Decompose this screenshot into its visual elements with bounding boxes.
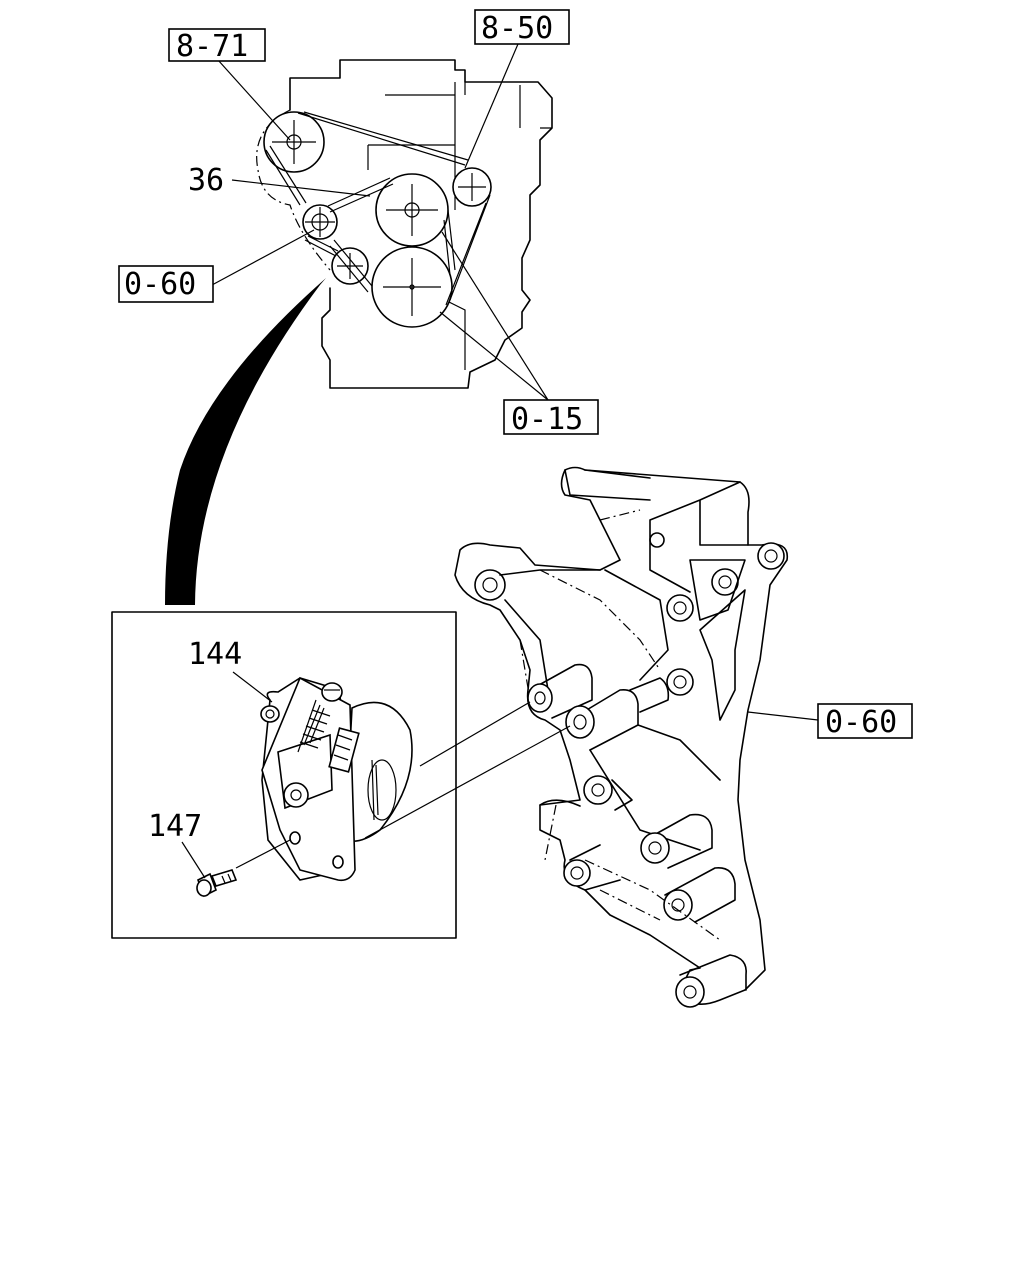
alignment-line-3 — [235, 839, 291, 869]
callout-8-71: 8-71 — [168, 28, 266, 64]
tensioner-assembly — [260, 676, 413, 882]
leader-8-50 — [464, 43, 519, 169]
pulley-tensioner — [331, 247, 369, 285]
detail-connector-arrow — [165, 278, 326, 605]
part-number-bolt: 147 — [148, 809, 202, 844]
drive-belt — [265, 111, 491, 306]
callout-0-15-text: 0-15 — [511, 402, 583, 437]
pulley-crankshaft — [371, 246, 453, 328]
detail-view — [111, 611, 571, 939]
leader-0-15-b — [439, 311, 549, 401]
callout-0-15: 0-15 — [503, 399, 599, 437]
callout-0-60-bracket: 0-60 — [817, 703, 913, 740]
callout-8-50: 8-50 — [474, 9, 570, 46]
leader-0-15-a — [441, 231, 549, 401]
callout-0-60-top-text: 0-60 — [124, 267, 196, 302]
part-number-belt: 36 — [188, 163, 224, 198]
tensioner-bracket — [454, 466, 819, 1008]
leader-8-71 — [217, 59, 291, 141]
bracket-outline — [454, 466, 789, 1006]
leader-0-60-top — [211, 229, 315, 286]
callout-0-60-bracket-text: 0-60 — [825, 705, 897, 740]
leader-0-60-bracket — [747, 711, 819, 721]
engine-block-outline — [289, 59, 553, 389]
pulley-alternator — [452, 167, 492, 207]
alignment-line-2 — [364, 725, 571, 839]
callout-8-71-text: 8-71 — [176, 29, 248, 64]
engine-front-view — [211, 43, 553, 401]
part-number-tensioner: 144 — [188, 637, 242, 672]
leader-144 — [232, 671, 273, 703]
pulley-water-pump — [375, 173, 449, 247]
leader-36 — [231, 179, 371, 197]
bolt-147 — [196, 869, 238, 898]
pulley-idler-small — [302, 204, 338, 240]
leader-147 — [181, 841, 206, 879]
callout-0-60-top: 0-60 — [118, 265, 214, 303]
alignment-line-1 — [419, 701, 531, 767]
callout-8-50-text: 8-50 — [481, 11, 553, 46]
